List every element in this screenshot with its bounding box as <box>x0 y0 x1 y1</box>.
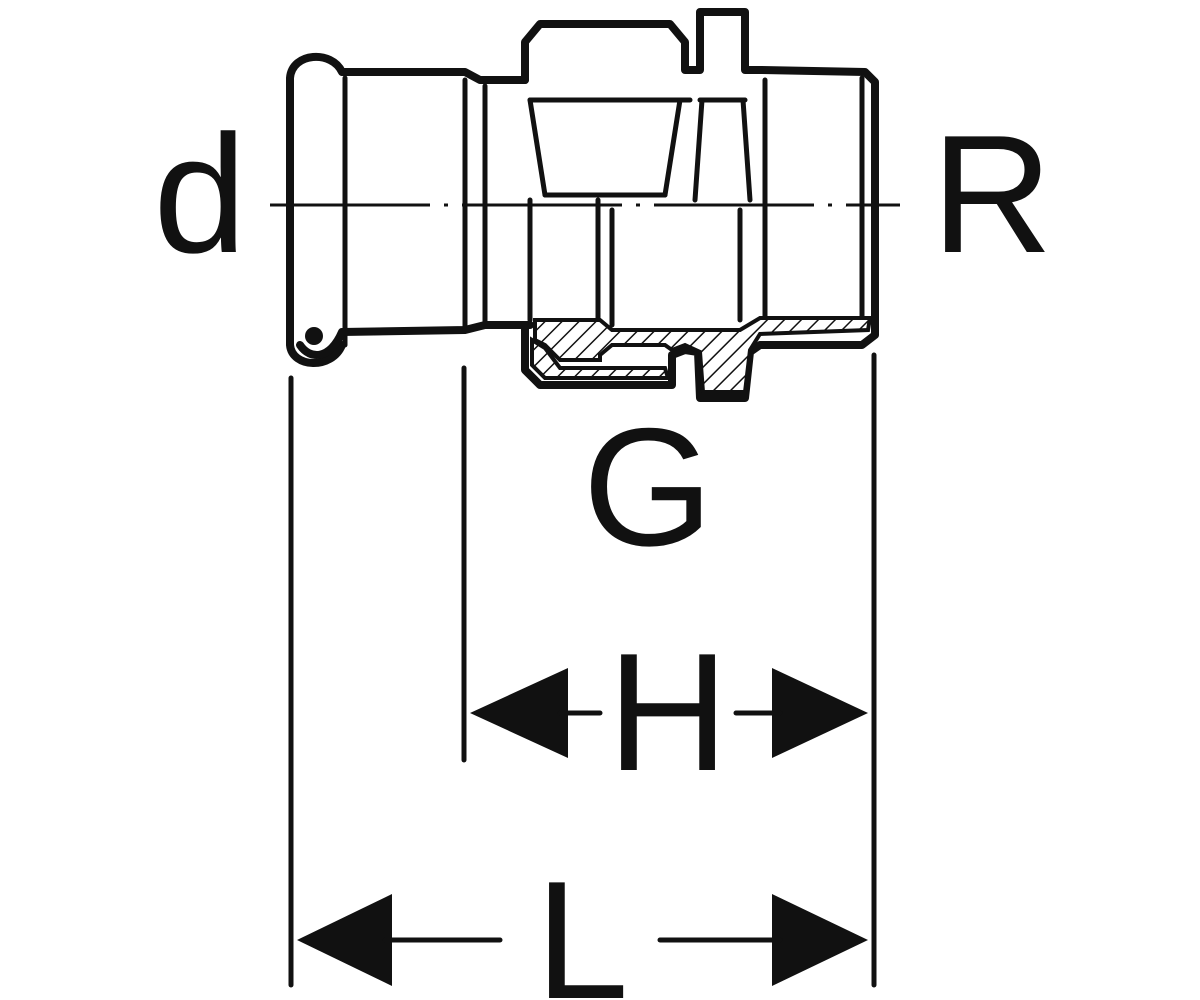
nut-flat-left <box>527 97 548 198</box>
l-arrow-right <box>772 894 868 986</box>
collar-flat-l <box>692 97 705 203</box>
dimension-h <box>470 668 868 758</box>
collar-flat-r <box>740 97 753 203</box>
press-socket-outline <box>286 53 529 367</box>
label-g: G <box>583 393 714 581</box>
socket-bottom-wall <box>296 321 534 359</box>
dimension-l <box>297 894 868 986</box>
fitting-body <box>270 8 900 402</box>
extension-lines <box>288 352 877 988</box>
label-l: L <box>535 846 628 1000</box>
label-h: H <box>607 618 728 806</box>
label-r: R <box>931 100 1052 288</box>
hatched-section-nut <box>530 336 671 380</box>
nut-flat-right <box>662 97 683 198</box>
hatched-section-main <box>533 316 873 394</box>
h-arrow-left <box>470 668 568 758</box>
o-ring-seal <box>305 327 323 345</box>
h-arrow-right <box>772 668 868 758</box>
union-nut-outline <box>521 8 879 402</box>
l-arrow-left <box>297 894 392 986</box>
label-d: d <box>153 100 246 288</box>
